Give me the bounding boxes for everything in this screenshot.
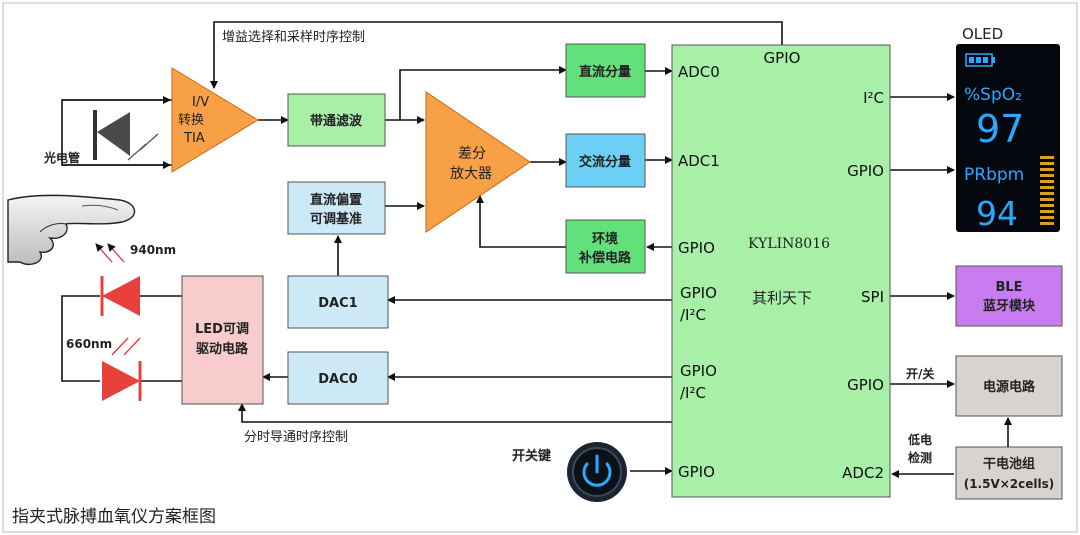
led-940-label: 940nm (130, 243, 176, 257)
low-batt-line1: 低电 (907, 432, 932, 447)
diff-amp-line1: 差分 (458, 146, 486, 162)
dc-bias-line1: 直流偏置 (310, 192, 362, 208)
oled-spo2-label: %SpO₂ (964, 85, 1022, 105)
mcu-gpio-i2c1-line1: GPIO (680, 284, 717, 302)
mcu-adc2: ADC2 (842, 464, 884, 482)
led-940 (100, 276, 140, 316)
mcu-i2c: I²C (863, 89, 884, 107)
dac0-label: DAC0 (318, 372, 357, 387)
power-box (955, 355, 1063, 417)
mcu-gpio-r1: GPIO (847, 162, 884, 180)
dc-component-label: 直流分量 (579, 64, 631, 80)
bottom-control-label: 分时导通时序控制 (244, 430, 348, 445)
dc-bias-line2: 可调基准 (310, 211, 362, 227)
ble-line1: BLE (995, 280, 1022, 295)
dac0-box (287, 351, 389, 405)
bandpass-label: 带通滤波 (310, 113, 363, 129)
oled-label: OLED (962, 25, 1003, 43)
mcu-gpio-i2c2-line2: /I²C (680, 384, 706, 402)
finger-illustration (7, 194, 136, 266)
mcu-gpio-top: GPIO (764, 49, 801, 67)
mcu-gpio-r2: GPIO (847, 376, 884, 394)
mcu-block (671, 44, 891, 498)
ac-component-box (565, 133, 646, 188)
ac-component-label: 交流分量 (579, 154, 631, 170)
ble-box (955, 265, 1063, 327)
power-button-icon[interactable] (567, 442, 627, 502)
led-driver-line1: LED可调 (195, 322, 249, 337)
dac1-box (287, 275, 389, 329)
oled-spo2-value: 97 (976, 107, 1024, 151)
battery-icon (965, 53, 995, 67)
low-batt-line2: 检测 (908, 450, 932, 465)
led-driver-line2: 驱动电路 (196, 341, 249, 357)
mcu-chip-cn: 其利天下 (752, 289, 812, 307)
photodiode (93, 110, 159, 161)
diff-amp-line2: 放大器 (450, 166, 492, 182)
wires (61, 21, 1012, 478)
ambient-comp-box (565, 219, 646, 274)
onoff-label: 开/关 (906, 366, 934, 381)
power-key-label: 开关键 (512, 448, 551, 464)
mcu-gpio-i2c1-line2: /I²C (680, 306, 706, 324)
led-660-label: 660nm (66, 337, 112, 351)
led-driver-box (181, 275, 264, 405)
mcu-gpio-bottom: GPIO (678, 463, 715, 481)
oled-pr-value: 94 (976, 194, 1018, 233)
oled-display (956, 44, 1060, 232)
mcu-adc0: ADC0 (678, 63, 720, 81)
battery-box (955, 446, 1063, 500)
tia-line3: TIA (183, 131, 205, 146)
ambient-line2: 补偿电路 (578, 250, 632, 266)
tia-line1: I/V (192, 95, 209, 110)
mcu-spi: SPI (861, 288, 884, 306)
dac1-label: DAC1 (318, 296, 357, 311)
diagram-title: 指夹式脉搏血氧仪方案框图 (12, 507, 216, 527)
mcu-gpio-left: GPIO (678, 239, 715, 257)
oled-pr-label: PRbpm (964, 165, 1024, 185)
tia-line2: 转换 (178, 113, 204, 128)
top-control-label: 增益选择和采样时序控制 (222, 30, 365, 45)
ble-line2: 蓝牙模块 (983, 298, 1036, 314)
tia-amplifier (171, 67, 259, 173)
battery-line2: (1.5V×2cells) (964, 477, 1055, 491)
power-label: 电源电路 (983, 379, 1036, 395)
photodiode-label: 光电管 (43, 150, 80, 165)
oled-pulse-bar (1040, 156, 1054, 225)
led-660 (102, 361, 142, 401)
led-light-arrows (95, 243, 141, 356)
mcu-adc1: ADC1 (678, 152, 720, 170)
mcu-gpio-i2c2-line1: GPIO (680, 362, 717, 380)
dc-bias-box (287, 181, 386, 235)
mcu-chip-name: KYLIN8016 (748, 236, 830, 252)
dc-component-box (565, 43, 646, 98)
diff-amplifier (425, 91, 531, 233)
bandpass-box (287, 93, 386, 147)
ambient-line1: 环境 (592, 231, 618, 247)
battery-line1: 干电池组 (983, 456, 1035, 472)
